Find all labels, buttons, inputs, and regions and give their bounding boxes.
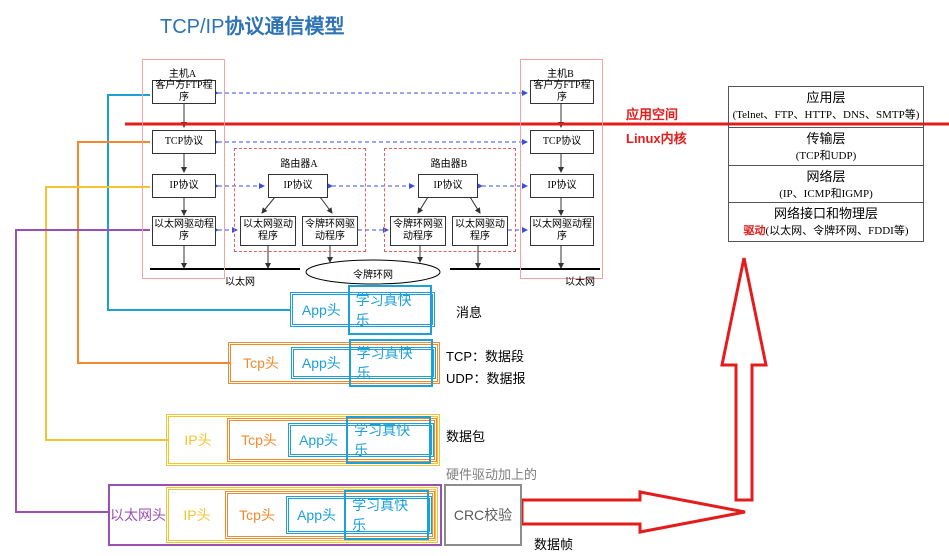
title-prefix: TCP/IP xyxy=(160,16,225,38)
router-b-eth-driver: 以太网驱动程序 xyxy=(452,216,508,246)
title-suffix: 协议通信模型 xyxy=(224,16,345,38)
host-a-tcp: TCP协议 xyxy=(152,130,216,154)
layer-network: 网络层 (IP、ICMP和IGMP) xyxy=(729,166,923,203)
diagram-title: TCP/IP协议通信模型 xyxy=(160,10,344,39)
router-b-container xyxy=(384,148,516,252)
driver-label: 驱动 xyxy=(743,225,766,237)
layer-link-physical: 网络接口和物理层 驱动(以太网、令牌环网、FDDI等) xyxy=(729,203,923,241)
host-a-vertical-links xyxy=(181,97,564,269)
crc-label: CRC校验 xyxy=(453,507,513,523)
router-a-eth-driver: 以太网驱动程序 xyxy=(240,216,296,246)
app-header: App头 xyxy=(301,355,341,371)
layer-name: 传输层 xyxy=(806,131,846,146)
tcp-segment-frame: Tcp头 App头 学习真快乐 xyxy=(228,339,440,387)
router-b-label: 路由器B xyxy=(430,159,468,170)
ip-packet-frame: IP头 Tcp头 App头 学习真快乐 xyxy=(166,414,440,466)
tcp-connector xyxy=(77,141,230,364)
layer-detail-text: (以太网、令牌环网、FDDI等) xyxy=(765,225,909,237)
host-a-label: 主机A xyxy=(168,69,197,80)
tcpip-layers-table: 应用层 (Telnet、FTP、HTTP、DNS、SMTP等) 传输层 (TCP… xyxy=(728,86,924,242)
payload-data: 学习真快乐 xyxy=(347,284,432,335)
up-arrow-icon xyxy=(720,257,768,502)
peer-links xyxy=(213,90,528,233)
layer-name: 应用层 xyxy=(806,90,846,105)
layer-name: 网络层 xyxy=(806,169,846,184)
router-b-token-driver: 令牌环网驱动程序 xyxy=(390,216,446,246)
layer-application: 应用层 (Telnet、FTP、HTTP、DNS、SMTP等) xyxy=(729,87,923,128)
host-a-eth-driver: 以太网驱动程序 xyxy=(152,216,216,246)
eth-header: 以太网头 xyxy=(110,507,166,523)
layer-detail: (TCP和UDP) xyxy=(795,150,857,162)
layer-name: 网络接口和物理层 xyxy=(773,206,878,221)
host-b-label: 主机B xyxy=(547,69,574,80)
note-message: 消息 xyxy=(456,305,483,320)
right-arrow-icon xyxy=(520,490,746,534)
host-b-ip: IP协议 xyxy=(530,174,594,198)
app-message-frame: App头 学习真快乐 xyxy=(288,416,434,464)
note-driver-added: 硬件驱动加上的 xyxy=(446,467,538,482)
app-message-frame: App头 学习真快乐 xyxy=(290,284,435,335)
host-b-container xyxy=(520,59,603,279)
host-a-client-ftp: 客户方FTP程序 xyxy=(152,80,216,104)
router-b-ip: IP协议 xyxy=(418,174,478,198)
tcp-header: Tcp头 xyxy=(241,432,277,448)
kernel-label: Linux内核 xyxy=(626,131,687,146)
layer-detail: (Telnet、FTP、HTTP、DNS、SMTP等) xyxy=(732,109,920,121)
app-header: App头 xyxy=(301,301,341,318)
note-udp-datagram: UDP：数据报 xyxy=(446,371,526,386)
user-space-label: 应用空间 xyxy=(626,107,679,122)
ip-header: IP头 xyxy=(184,432,212,448)
payload-data: 学习真快乐 xyxy=(346,416,431,464)
app-header: App头 xyxy=(297,507,337,523)
ethernet-right-label: 以太网 xyxy=(565,277,595,288)
ethernet-frame: 以太网头 IP头 Tcp头 App头 学习真快乐 xyxy=(108,484,442,546)
host-b-client-ftp: 客户方FTP程序 xyxy=(530,80,594,104)
token-ring-label: 令牌环网 xyxy=(353,270,393,281)
router-a-label: 路由器A xyxy=(280,159,318,170)
payload-data: 学习真快乐 xyxy=(344,490,429,540)
token-ring-ellipse xyxy=(305,259,441,285)
tcp-segment-frame: Tcp头 App头 学习真快乐 xyxy=(227,416,437,464)
layer-detail: (IP、ICMP和IGMP) xyxy=(779,188,873,200)
app-connector xyxy=(107,94,290,311)
tcp-header: Tcp头 xyxy=(243,355,279,371)
layer-detail: 驱动(以太网、令牌环网、FDDI等) xyxy=(729,222,923,238)
crc-box: CRC校验 xyxy=(444,484,522,546)
router-a-token-driver: 令牌环网驱动程序 xyxy=(302,216,358,246)
layer-transport: 传输层 (TCP和UDP) xyxy=(729,128,923,166)
app-message-frame: App头 学习真快乐 xyxy=(286,490,432,540)
ethernet-left-label: 以太网 xyxy=(225,277,255,288)
payload-data: 学习真快乐 xyxy=(348,339,433,387)
router-a-container xyxy=(234,148,366,252)
ip-packet-frame: IP头 Tcp头 App头 学习真快乐 xyxy=(166,487,438,543)
note-packet: 数据包 xyxy=(446,429,486,444)
ip-connector xyxy=(45,186,168,441)
app-header: App头 xyxy=(299,432,339,448)
app-message-frame: App头 学习真快乐 xyxy=(291,339,436,387)
tcp-header: Tcp头 xyxy=(239,507,275,523)
router-a-ip: IP协议 xyxy=(268,174,328,198)
host-a-ip: IP协议 xyxy=(152,174,216,198)
host-b-tcp: TCP协议 xyxy=(530,130,594,154)
tcp-segment-frame: Tcp头 App头 学习真快乐 xyxy=(225,490,435,540)
eth-connector xyxy=(15,229,150,513)
host-b-eth-driver: 以太网驱动程序 xyxy=(530,216,594,246)
note-frame: 数据帧 xyxy=(534,537,574,552)
host-a-container xyxy=(142,59,225,279)
ip-header: IP头 xyxy=(183,507,211,523)
note-tcp-segment: TCP：数据段 xyxy=(446,349,525,364)
